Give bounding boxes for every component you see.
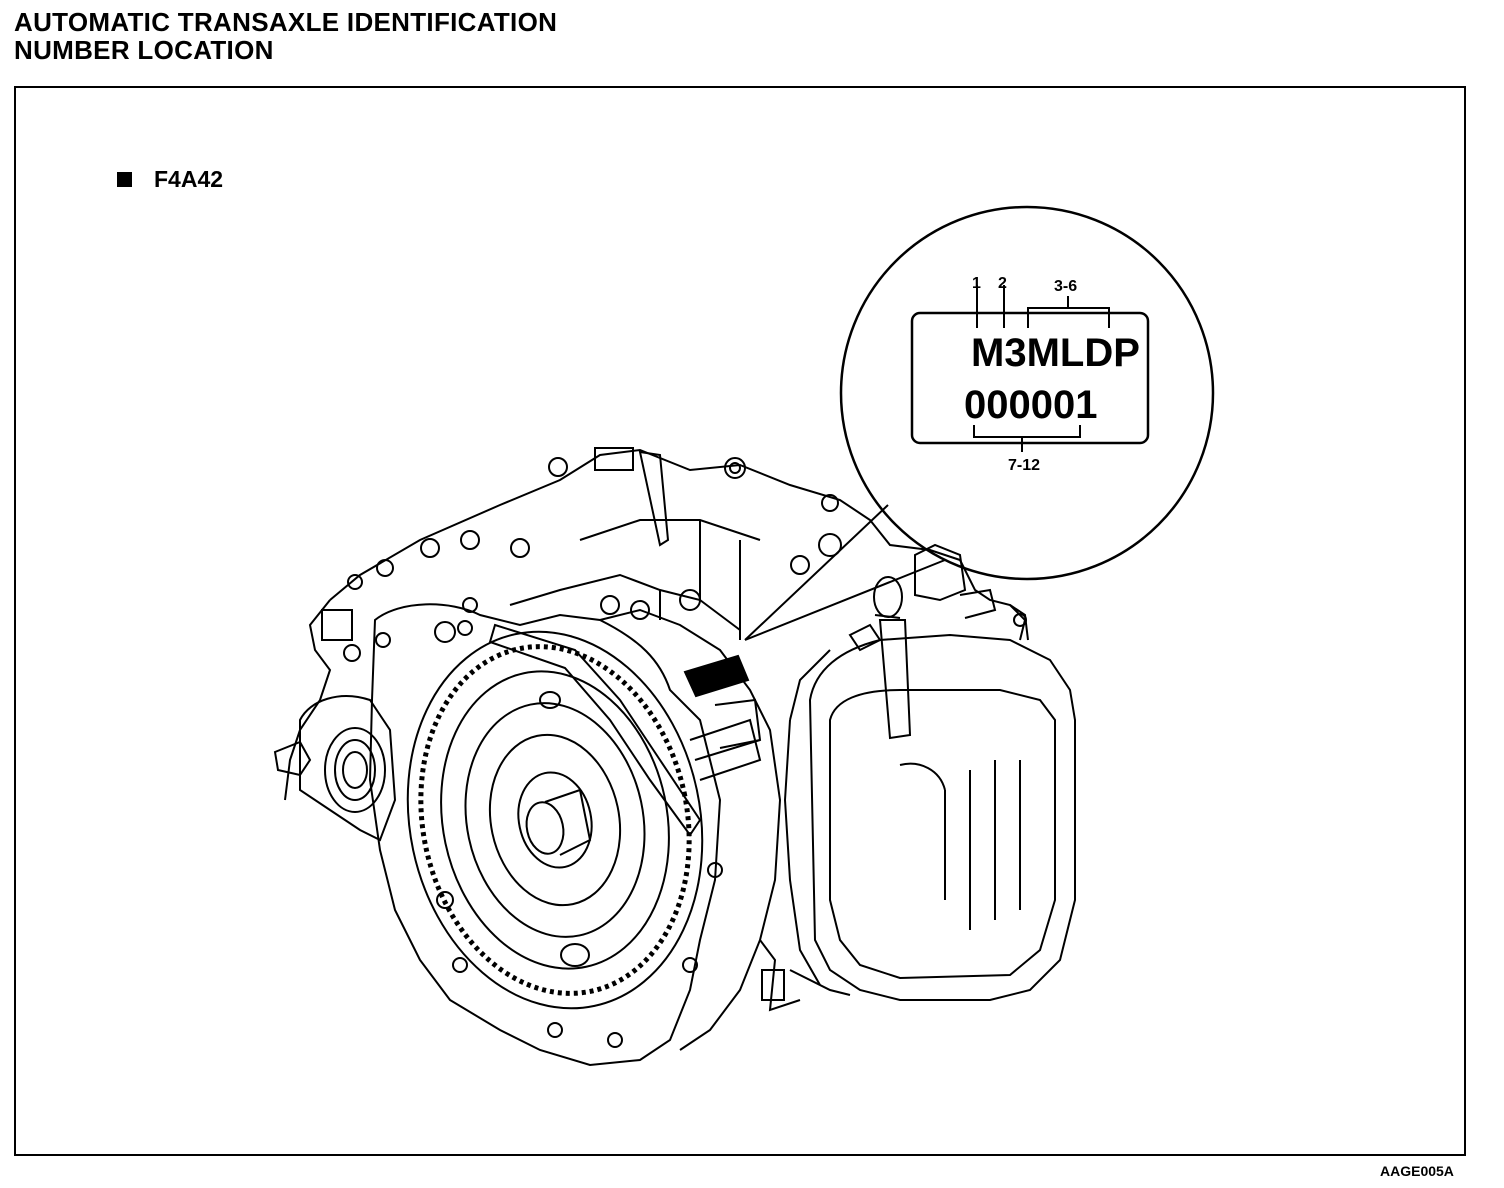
label-7-12: 7-12: [1008, 457, 1040, 474]
square-bullet-icon: [117, 172, 132, 187]
label-1: 1: [972, 275, 981, 292]
figure-frame: [14, 86, 1466, 1156]
figure-code: AAGE005A: [1380, 1163, 1454, 1179]
transaxle-illustration: [273, 447, 1076, 1067]
label-2: 2: [998, 275, 1007, 292]
title-line-2: NUMBER LOCATION: [14, 35, 274, 65]
plate-line-1: M3MLDP: [971, 331, 1140, 375]
model-label: F4A42: [117, 166, 223, 193]
model-name: F4A42: [154, 166, 224, 192]
plate-line-2: 000001: [964, 383, 1097, 427]
page-title: AUTOMATIC TRANSAXLE IDENTIFICATION NUMBE…: [14, 8, 557, 64]
id-plate: [910, 311, 1150, 445]
id-callout: [744, 205, 1215, 641]
label-3-6: 3-6: [1054, 278, 1077, 295]
title-line-1: AUTOMATIC TRANSAXLE IDENTIFICATION: [14, 7, 558, 37]
